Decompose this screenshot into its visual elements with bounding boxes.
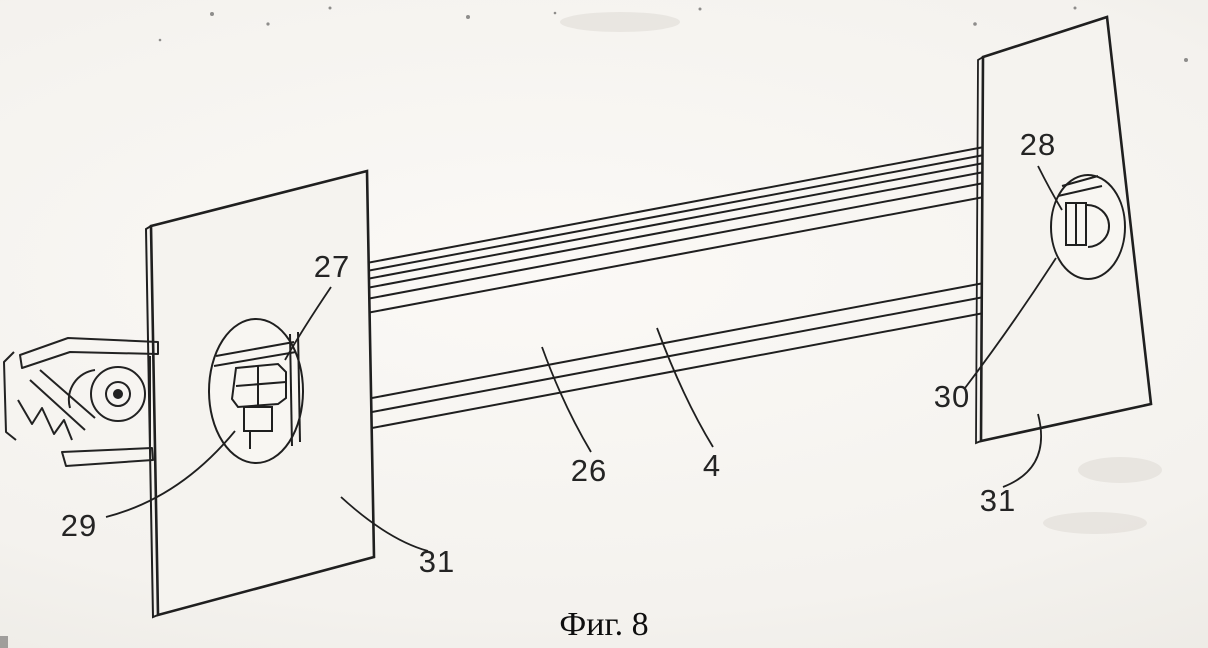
leader-lines <box>105 165 1063 552</box>
leader-31-right <box>1002 413 1042 488</box>
part-label-4: 4 <box>702 448 722 483</box>
scan-noise <box>0 6 1188 648</box>
leader-27 <box>284 286 332 361</box>
leader-31-left <box>340 496 429 552</box>
leader-26 <box>541 346 592 453</box>
part-label-30: 30 <box>933 379 971 414</box>
part-label-29: 29 <box>60 508 98 543</box>
right-cutaway-detail <box>1050 174 1126 280</box>
leader-4 <box>656 327 714 448</box>
leader-30 <box>964 257 1057 389</box>
figure-caption: Фиг. 8 <box>559 606 649 643</box>
left-cutaway-detail <box>208 318 304 464</box>
part-label-28: 28 <box>1019 127 1057 162</box>
scan-smudges <box>560 12 1162 534</box>
rail-profile <box>339 143 1001 435</box>
leader-28 <box>1037 165 1063 211</box>
part-label-31-left: 31 <box>418 544 456 579</box>
part-label-26: 26 <box>570 453 608 488</box>
part-label-31-right: 31 <box>979 483 1017 518</box>
end-fitting-mechanism <box>3 337 159 467</box>
part-label-27: 27 <box>313 249 351 284</box>
leader-29 <box>105 430 236 518</box>
